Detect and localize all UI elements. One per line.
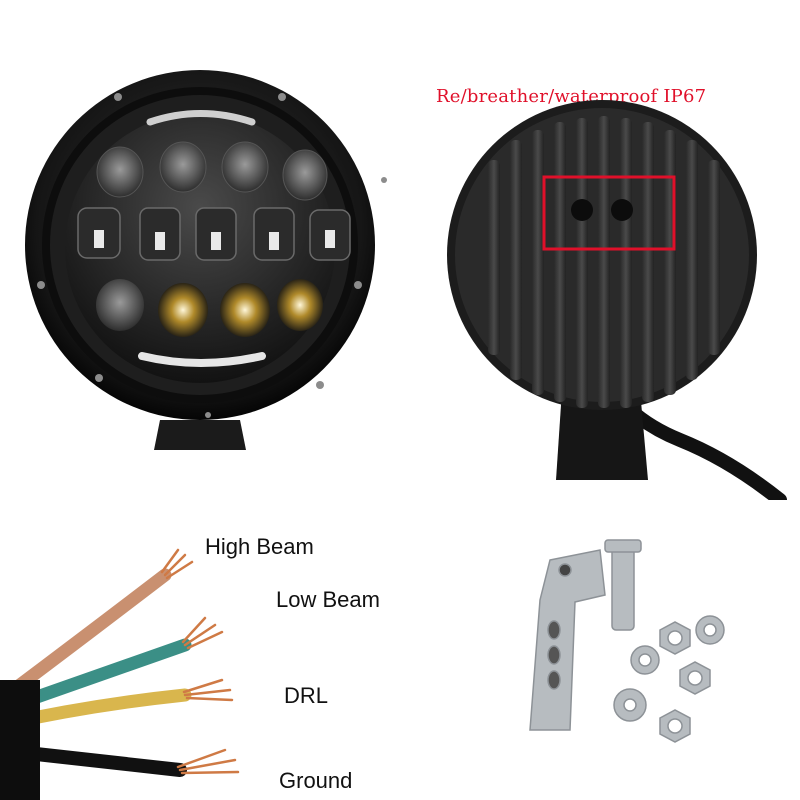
- copper-strands: [160, 548, 240, 775]
- breather-callout-label: Re/breather/waterproof IP67: [436, 86, 707, 107]
- headlight-back-photo: [447, 100, 787, 500]
- drl-bottom-strip: [138, 352, 266, 367]
- bolt: [611, 544, 635, 631]
- mounting-hardware-photo: [529, 539, 725, 743]
- drl-top-strip: [146, 110, 256, 126]
- heat-sink-fins: [488, 116, 720, 408]
- led-row-upper: [96, 141, 328, 201]
- high-beam-label: High Beam: [205, 534, 314, 559]
- mount-bracket: [154, 420, 246, 450]
- led-row-lower: [96, 279, 323, 337]
- drl-label: DRL: [284, 683, 329, 708]
- wiring-harness-photo: [0, 548, 240, 800]
- breather-highlight-box: [542, 175, 676, 251]
- low-beam-label: Low Beam: [276, 587, 380, 612]
- breather-vents: [571, 199, 633, 221]
- l-bracket: [529, 549, 606, 731]
- headlight-front-photo: [25, 70, 387, 450]
- cable-sheath: [0, 680, 40, 800]
- ground-label: Ground: [279, 768, 353, 793]
